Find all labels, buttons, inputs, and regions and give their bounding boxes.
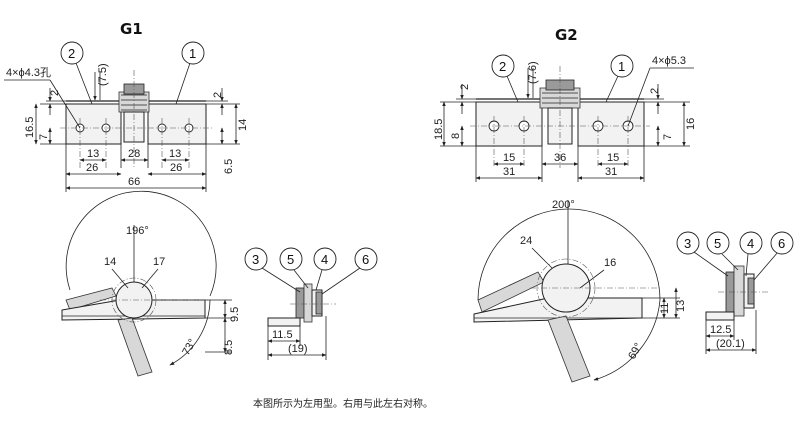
g2-dim-2a: 2 — [459, 84, 471, 90]
g2-dim-11: 11 — [659, 303, 671, 314]
g1-dim-7-5: (7.5) — [97, 63, 109, 86]
g1-balloon-3 — [244, 247, 268, 271]
g1-front-view: G1 13 28 13 — [4, 20, 249, 192]
svg-text:5: 5 — [714, 236, 721, 251]
g1-dim-9-5: 9.5 — [229, 307, 241, 322]
svg-text:4: 4 — [747, 236, 754, 251]
g1-balloon-1 — [181, 41, 205, 65]
g2-dim-36: 36 — [554, 152, 566, 164]
g1-swing-leaf — [117, 317, 153, 377]
svg-text:6: 6 — [778, 236, 785, 251]
g1-dim-16-5: 16.5 — [24, 117, 36, 138]
g1-angle-73: 73° — [180, 337, 199, 357]
g1-dim-2a: 2 — [49, 90, 61, 96]
svg-text:1: 1 — [189, 46, 196, 61]
g2-balloon-5 — [706, 231, 730, 255]
g1-dim-26a: 26 — [86, 162, 98, 174]
g2-dim-15b: 15 — [607, 152, 619, 164]
g2-side-view: 12.5 (20.1) 3 5 4 6 — [676, 231, 794, 354]
g1-balloon-5 — [279, 247, 303, 271]
g2-dim-18-5: 18.5 — [433, 119, 445, 140]
g1-dim-13b: 13 — [169, 148, 181, 160]
g2-swing-leaf — [547, 315, 591, 383]
g1-dim-28: 28 — [128, 148, 140, 160]
g1-dim-8-5: 8.5 — [223, 340, 235, 355]
svg-text:6: 6 — [362, 252, 369, 267]
svg-text:4: 4 — [321, 252, 328, 267]
g1-label-17: 17 — [153, 256, 165, 268]
g2-dim-8: 8 — [450, 133, 462, 139]
g1-label-14: 14 — [104, 256, 116, 268]
g2-dim-20-1: (20.1) — [716, 338, 745, 350]
g2-title: G2 — [555, 26, 578, 44]
g1-swing-view: 196° 73° 14 17 9.5 8.5 — [61, 190, 241, 377]
g2-dim-7: 7 — [662, 134, 674, 140]
g2-angle-200: 200° — [552, 199, 575, 211]
svg-text:5: 5 — [287, 252, 294, 267]
g2-angle-69: 69° — [626, 341, 645, 361]
g1-dim-11-5: 11.5 — [272, 329, 293, 341]
g2-balloon-3 — [676, 231, 700, 255]
g2-left-leaf — [475, 101, 543, 147]
g2-balloon-6 — [770, 231, 794, 255]
usage-note: 本图所示为左用型。右用与此左右对称。 — [253, 397, 433, 410]
g1-balloon-4 — [313, 247, 337, 271]
g2-dim-31b: 31 — [605, 166, 617, 178]
g1-left-leaf — [65, 103, 122, 145]
g2-balloon-1 — [610, 54, 634, 78]
svg-text:3: 3 — [252, 252, 259, 267]
g1-dim-2b: 2 — [212, 92, 224, 98]
g2-holes-note: 4×ϕ5.3 — [652, 55, 686, 67]
g1-dim-66: 66 — [128, 176, 140, 188]
g2-balloon-4 — [739, 231, 763, 255]
g1-title: G1 — [120, 20, 143, 38]
g1-balloon-2 — [60, 41, 84, 65]
g2-balloon-2 — [491, 54, 515, 78]
g1-dim-13a: 13 — [87, 148, 99, 160]
g2-dim-2b: 2 — [649, 88, 661, 94]
svg-text:2: 2 — [68, 46, 75, 61]
g1-side-view: 11.5 (19) 3 5 4 6 — [244, 247, 378, 360]
svg-text:3: 3 — [684, 236, 691, 251]
g2-label-24: 24 — [520, 235, 532, 247]
g2-right-leaf — [577, 101, 645, 147]
g2-dim-16: 16 — [685, 118, 697, 130]
g1-holes-note: 4×ϕ4.3孔 — [6, 66, 51, 79]
g2-swing-view: 200° 69° 24 16 11 13 — [473, 199, 687, 383]
g2-dim-12-5: 12.5 — [710, 324, 731, 336]
g2-label-16: 16 — [604, 257, 616, 269]
g2-dim-13: 13 — [675, 300, 687, 312]
svg-text:1: 1 — [618, 59, 625, 74]
g1-dim-6-5: 6.5 — [223, 159, 235, 174]
g1-dim-7: 7 — [38, 134, 50, 140]
g2-dim-15a: 15 — [503, 152, 515, 164]
g1-angle-196: 196° — [126, 225, 149, 237]
g1-dim-14: 14 — [237, 119, 249, 131]
svg-text:2: 2 — [499, 59, 506, 74]
g2-dim-31a: 31 — [503, 166, 515, 178]
g2-dim-7-6: (7.6) — [527, 61, 539, 84]
g1-dim-26b: 26 — [170, 162, 182, 174]
g1-dim-19: (19) — [288, 343, 308, 355]
g1-right-leaf — [147, 103, 207, 145]
g2-front-view: G2 15 36 15 31 31 — [433, 26, 697, 182]
g1-balloon-6 — [354, 247, 378, 271]
